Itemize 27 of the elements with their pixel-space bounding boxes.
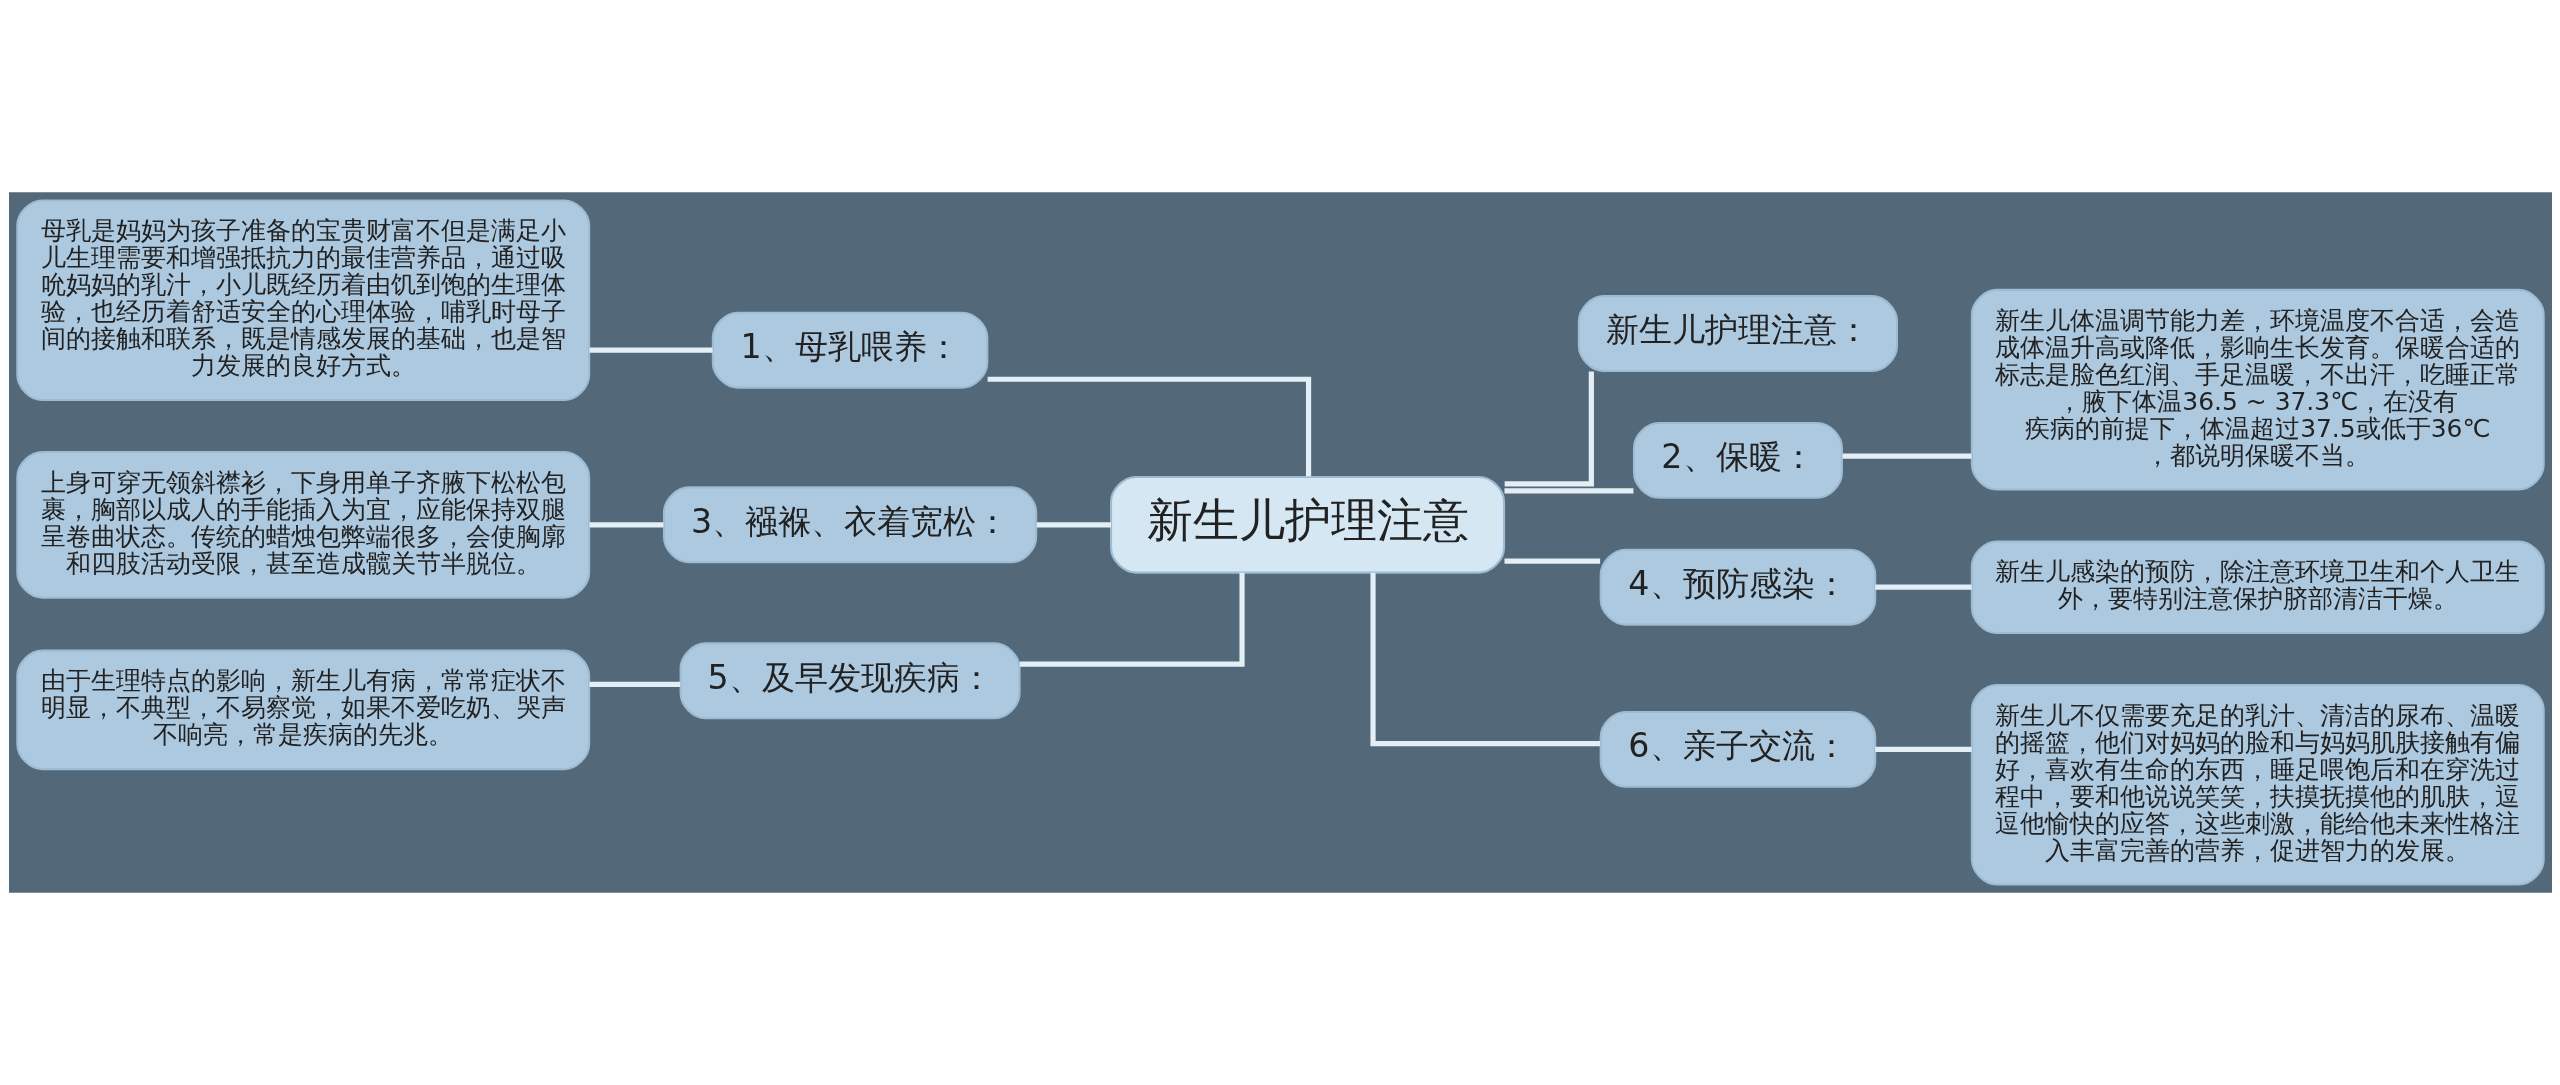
node-box: 新生儿护理注意： (1577, 295, 1898, 372)
connector (1504, 488, 1633, 494)
connector (1036, 522, 1111, 528)
connector (1504, 371, 1594, 487)
connector (1874, 584, 1972, 590)
node-box: 新生儿感染的预防，除注意环境卫生和个人卫生外，要特别注意保护脐部清洁干燥。 (1970, 540, 2545, 634)
node-box: 上身可穿无领斜襟衫，下身用单子齐腋下松松包裹，胸部以成人的手能插入为宜，应能保持双腿呈卷曲状态。传统的蜡烛包弊端很多，会使胸廓和四肢活动受限，甚至造成髋关节半脱位。 (15, 451, 590, 599)
connector (1504, 558, 1600, 564)
node-box: 2、保暖： (1632, 421, 1843, 499)
connector (1369, 572, 1600, 747)
node-box: 5、及早发现疾病： (679, 642, 1021, 720)
node-box: 6、亲子交流： (1599, 710, 1876, 788)
connector (987, 376, 1311, 477)
node-box: 新生儿护理注意 (1109, 475, 1505, 574)
node-box: 1、母乳喂养： (711, 311, 988, 389)
node-box: 新生儿体温调节能力差，环境温度不合适，会造成体温升高或降低，影响生长发育。保暖合适的标志是脸色红润、手足温暖，不出汗，吃睡正常，腋下体温36.5 ~ 37.3℃，在没有疾病的前提下，体温超过37.5或低于36℃，都说明保暖不当。 (1970, 288, 2545, 491)
connector (588, 347, 713, 353)
connector (1874, 746, 1972, 752)
connector (588, 681, 680, 687)
node-box: 3、襁褓、衣着宽松： (662, 486, 1037, 564)
connector (588, 522, 663, 528)
connector (1842, 453, 1971, 459)
node-box: 由于生理特点的影响，新生儿有病，常常症状不明显，不典型，不易察觉，如果不爱吃奶、哭声不响亮，常是疾病的先兆。 (15, 649, 590, 771)
node-box: 新生儿不仅需要充足的乳汁、清洁的尿布、温暖的摇篮，他们对妈妈的脸和与妈妈肌肤接触有偏好，喜欢有生命的东西，睡足喂饱后和在穿洗过程中，要和他说说笑笑，扶摸抚摸他的肌肤，逗逗他愉快的应答，这些刺激，能给他未来性格注入丰富完善的营养，促进智力的发展。 (1970, 683, 2545, 886)
connector (1019, 572, 1245, 667)
node-box: 4、预防感染： (1599, 548, 1876, 626)
node-box: 母乳是妈妈为孩子准备的宝贵财富不但是满足小儿生理需要和增强抵抗力的最佳营养品，通过吸吮妈妈的乳汁，小儿既经历着由饥到饱的生理体验，也经历着舒适安全的心理体验，哺乳时母子间的接触和联系，既是情感发展的基础，也是智力发展的良好方式。 (15, 199, 590, 402)
